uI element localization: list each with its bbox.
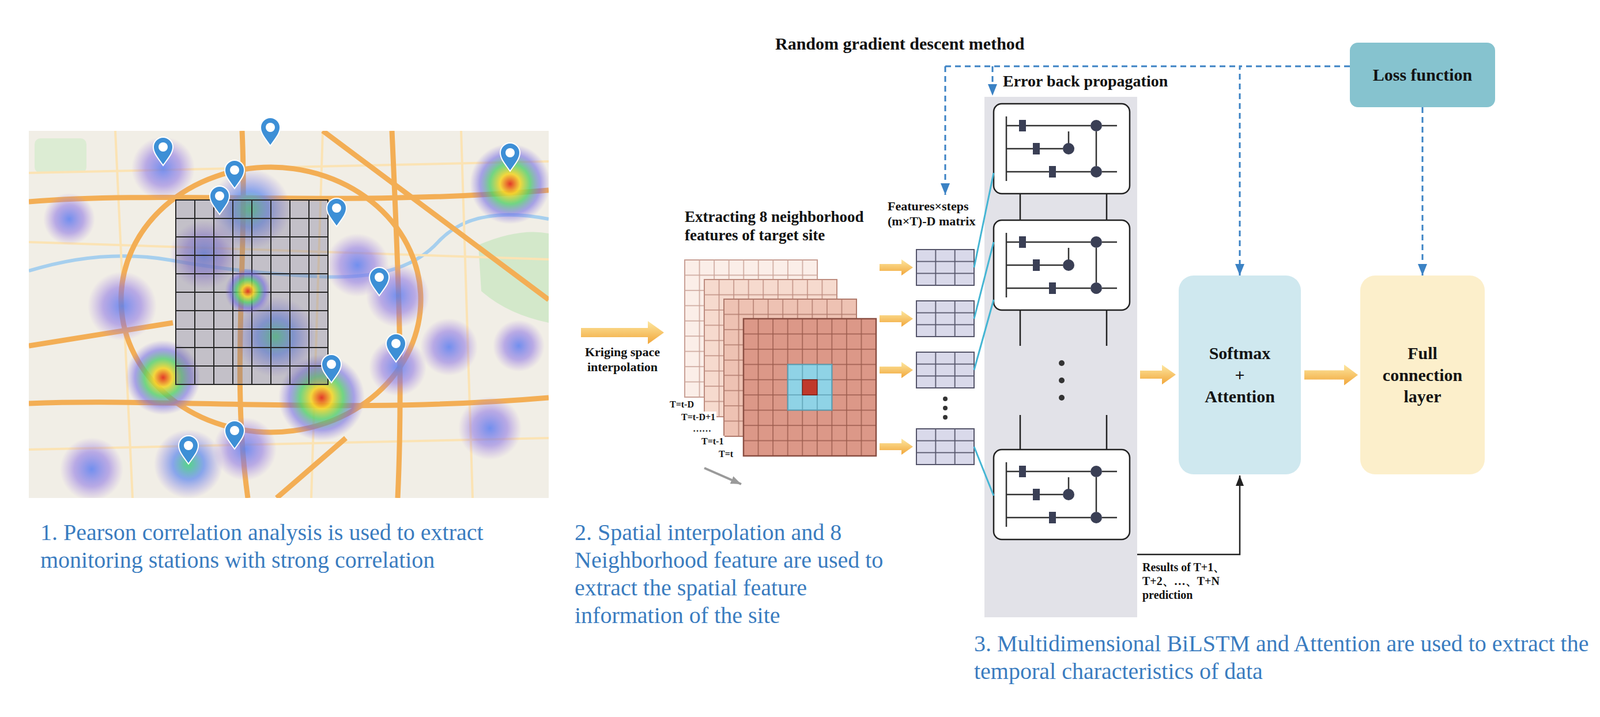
time-label: …… (691, 423, 713, 435)
map-grid (224, 268, 271, 315)
box-text: Full connection layer (1373, 342, 1472, 408)
matrix-links (974, 299, 994, 371)
station-markers (260, 117, 281, 146)
feedback-lines (991, 66, 994, 96)
flow-arrows (879, 310, 913, 327)
time-label: T=t (717, 448, 735, 460)
annotation: Error back propagation (1002, 71, 1168, 92)
station-markers (224, 420, 245, 449)
feature-matrices (942, 414, 948, 420)
step-caption: 3. Multidimensional BiLSTM and Attention… (974, 629, 1591, 686)
feedback-arrow (1421, 107, 1424, 276)
lstm-cells (1058, 394, 1065, 401)
lstm-cells (993, 103, 1130, 194)
flow-arrows (879, 438, 913, 455)
station-markers (321, 354, 342, 383)
lstm-cells (1058, 377, 1065, 384)
time-label: T=t-D+1 (680, 411, 717, 423)
flow-arrow (580, 321, 664, 345)
result-label: Results of T+1、T+2、…、T+N prediction (1142, 560, 1232, 602)
feature-matrices (942, 396, 948, 402)
bilstm-panel (984, 96, 1138, 618)
feedback-lines (945, 66, 1240, 195)
lstm-cells (993, 103, 1130, 540)
flow-arrows (879, 259, 913, 276)
map-illustration (478, 232, 549, 324)
map-grid (175, 200, 328, 385)
map-illustration (276, 438, 346, 498)
map-illustration (325, 233, 390, 297)
matrix-label: Features×steps (m×T)-D matrix (887, 198, 989, 230)
map-illustration (492, 319, 545, 372)
station-markers (224, 160, 245, 189)
process-box: Full connection layer (1360, 275, 1485, 475)
time-arrow (704, 468, 742, 485)
map-illustration (365, 263, 430, 328)
box-text: Softmax + Attention (1202, 342, 1278, 408)
time-label: T=t-1 (700, 435, 725, 447)
grid-stack (743, 318, 877, 456)
station-markers (369, 267, 390, 296)
matrix-links (974, 446, 994, 496)
station-markers (153, 137, 173, 166)
feedback-lines (944, 66, 947, 195)
step-label: Extracting 8 neighborhood features of ta… (684, 207, 881, 245)
process-box: Loss function (1349, 42, 1496, 108)
feedback-arrow (1239, 66, 1350, 276)
matrix-links (974, 172, 994, 496)
process-box: Softmax + Attention (1178, 275, 1301, 475)
grid-stack (684, 259, 877, 456)
map-illustration (131, 136, 195, 200)
map-illustration (213, 417, 277, 481)
map-illustration (34, 138, 87, 173)
box-text: Loss function (1372, 63, 1473, 86)
step-caption: 1. Pearson correlation analysis is used … (40, 518, 548, 575)
lstm-cells (993, 449, 1130, 540)
map-illustration (420, 318, 478, 376)
feature-matrices (916, 249, 975, 286)
map-illustration (59, 437, 124, 498)
flow-arrow (1140, 364, 1176, 385)
feature-matrices (942, 405, 948, 411)
station-markers (178, 435, 199, 464)
grid-stack (787, 364, 833, 410)
station-markers (500, 142, 520, 172)
feature-matrices (916, 249, 975, 465)
grid-stack (802, 379, 818, 395)
map-illustration (469, 143, 549, 225)
annotation: Random gradient descent method (775, 33, 1025, 55)
map-grid (175, 200, 328, 385)
feature-matrices (916, 428, 975, 465)
flow-arrows (879, 361, 913, 379)
feedback-lines (945, 65, 1240, 68)
result-line (1137, 475, 1240, 555)
map-illustration (153, 429, 224, 498)
station-markers (153, 117, 520, 464)
station-markers (326, 198, 347, 227)
map-illustration (43, 193, 96, 245)
map-illustration (87, 271, 157, 341)
feature-matrices (916, 300, 975, 337)
feature-matrices (916, 352, 975, 388)
lstm-cells (1058, 360, 1065, 366)
lstm-cells (993, 220, 1130, 311)
station-markers (386, 333, 406, 362)
step-caption: 2. Spatial interpolation and 8 Neighborh… (574, 518, 898, 630)
station-markers (209, 186, 230, 215)
time-label: T=t-D (668, 398, 696, 410)
flow-arrow (1304, 364, 1358, 386)
map-illustration (28, 130, 549, 498)
flow-arrows (879, 259, 913, 455)
map-illustration (458, 396, 522, 460)
arrow-label: Kriging space interpolation (576, 344, 669, 376)
